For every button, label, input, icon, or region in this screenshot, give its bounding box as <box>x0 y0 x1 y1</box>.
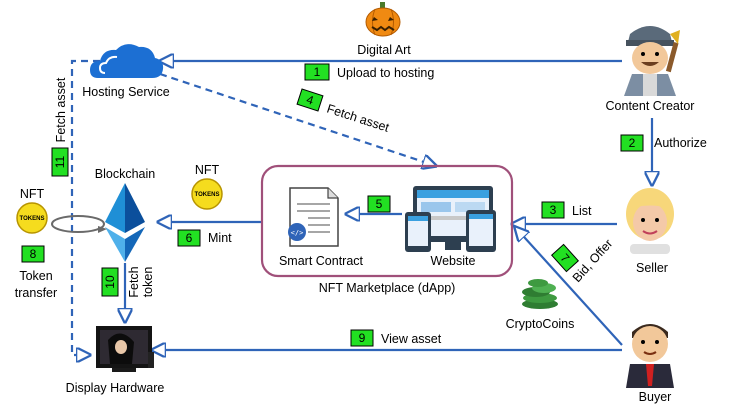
step-9-label: View asset <box>381 332 442 346</box>
step-6-badge: 6 <box>177 229 201 247</box>
digital-art-label: Digital Art <box>357 43 411 57</box>
step-10-badge: 10 <box>101 267 119 297</box>
step-1-badge: 1 <box>304 63 330 81</box>
smart-contract-icon: </> <box>288 187 339 247</box>
step-4-badge: 4 <box>296 88 324 112</box>
content-creator-icon <box>624 26 680 96</box>
svg-text:11: 11 <box>53 155 67 168</box>
step-11-badge: 11 <box>51 147 69 177</box>
blockchain-icon <box>105 183 145 262</box>
token-transfer-label-1: Token <box>19 269 52 283</box>
crypto-coins-icon <box>522 279 558 309</box>
crypto-coins-label: CryptoCoins <box>506 317 575 331</box>
svg-text:TOKENS: TOKENS <box>20 216 45 222</box>
svg-text:10: 10 <box>103 275 117 289</box>
website-devices-icon <box>405 186 496 252</box>
step-11-label: Fetch asset <box>54 77 68 142</box>
step-10-label-2: token <box>141 267 155 298</box>
content-creator-label: Content Creator <box>606 99 695 113</box>
website-label: Website <box>431 254 476 268</box>
hosting-service-label: Hosting Service <box>82 85 170 99</box>
step-5-badge: 5 <box>367 195 391 213</box>
nft-label-left: NFT <box>20 187 45 201</box>
svg-text:9: 9 <box>359 331 366 345</box>
marketplace-box <box>260 164 514 278</box>
svg-text:2: 2 <box>629 136 636 150</box>
step-10-label-1: Fetch <box>127 266 141 297</box>
cloud-icon <box>90 44 164 78</box>
step-6-label: Mint <box>208 231 232 245</box>
step-9-badge: 9 <box>350 329 374 347</box>
svg-text:3: 3 <box>550 203 557 217</box>
display-hardware-icon <box>96 326 154 372</box>
step-3-label: List <box>572 204 592 218</box>
svg-text:</>: </> <box>291 229 304 237</box>
svg-text:1: 1 <box>314 65 321 79</box>
nft-token-coin-left: TOKENS <box>16 202 48 234</box>
buyer-icon <box>626 324 674 388</box>
step-7-badge: 7 <box>550 243 580 273</box>
step-2-label: Authorize <box>654 136 707 150</box>
smart-contract-label: Smart Contract <box>279 254 364 268</box>
token-transfer-label-2: transfer <box>15 286 57 300</box>
arrow-fetch-asset-display <box>70 59 100 355</box>
svg-text:4: 4 <box>305 92 316 107</box>
blockchain-label: Blockchain <box>95 167 155 181</box>
step-1-label: Upload to hosting <box>337 66 434 80</box>
nft-token-coin-mid: TOKENS <box>191 178 223 210</box>
step-3-badge: 3 <box>541 201 565 219</box>
circular-arrow-icon <box>51 215 107 233</box>
step-4-label: Fetch asset <box>325 102 391 135</box>
seller-label: Seller <box>636 261 668 275</box>
marketplace-label: NFT Marketplace (dApp) <box>319 281 456 295</box>
display-hardware-label: Display Hardware <box>66 381 165 395</box>
seller-icon <box>626 188 674 254</box>
svg-text:8: 8 <box>30 247 37 261</box>
nft-label-mid: NFT <box>195 163 220 177</box>
buyer-label: Buyer <box>639 390 672 404</box>
svg-text:TOKENS: TOKENS <box>195 192 220 198</box>
arrow-fetch-asset <box>159 72 436 166</box>
arrow-bid-offer <box>515 227 623 346</box>
svg-text:6: 6 <box>186 231 193 245</box>
pumpkin-icon <box>365 2 401 37</box>
svg-text:5: 5 <box>376 197 383 211</box>
step-2-badge: 2 <box>620 134 644 152</box>
step-8-badge: 8 <box>21 245 45 263</box>
